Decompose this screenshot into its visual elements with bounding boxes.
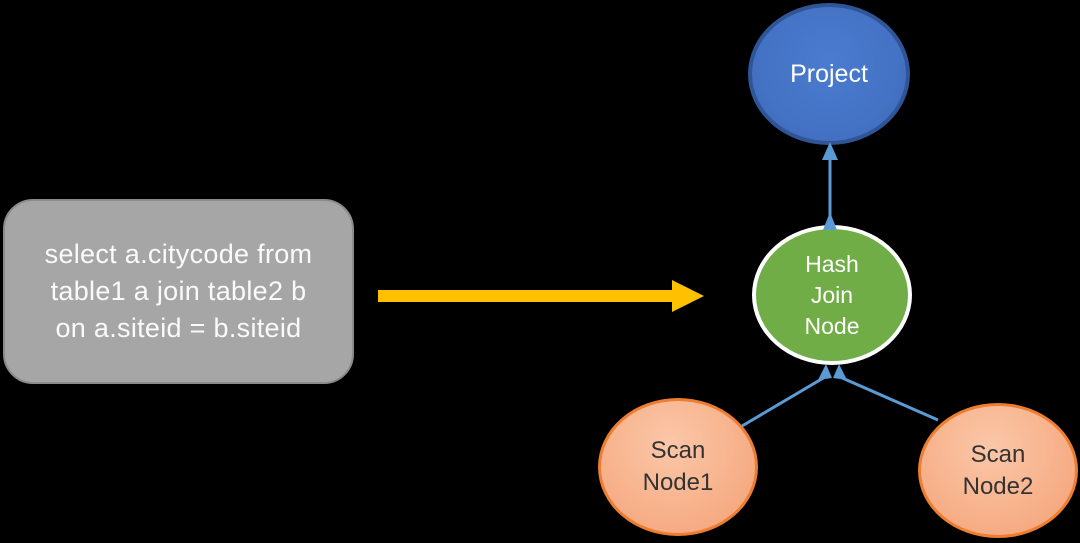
transform-arrow-icon xyxy=(378,280,704,312)
arrowhead-scan1-into-hashjoin-icon xyxy=(818,364,832,380)
node-scan1: Scan Node1 xyxy=(598,398,758,536)
node-scan2-label-line-1: Scan xyxy=(970,440,1026,468)
node-hash-join-label-line-3: Node xyxy=(804,312,860,339)
node-scan2: Scan Node2 xyxy=(918,403,1078,538)
node-project: Project xyxy=(748,3,910,145)
sql-text-line-2: table1 a join table2 b xyxy=(50,276,307,306)
node-scan1-label-line-2: Node1 xyxy=(642,469,714,496)
edge-scan2-to-hashjoin-line xyxy=(839,375,939,422)
arrowhead-scan2-into-hashjoin-icon xyxy=(833,364,847,380)
edge-scan1-to-hashjoin-line xyxy=(741,375,826,428)
node-project-label: Project xyxy=(790,59,868,88)
sql-query-box: select a.citycode from table1 a join tab… xyxy=(3,199,354,384)
sql-text-line-1: select a.citycode from xyxy=(44,239,313,269)
node-hash-join: Hash Join Node xyxy=(752,225,912,365)
node-scan2-label-line-2: Node2 xyxy=(962,472,1034,500)
sql-text-line-3: on a.siteid = b.siteid xyxy=(55,313,302,343)
node-hash-join-label-line-2: Join xyxy=(810,281,854,308)
node-scan1-label-line-1: Scan xyxy=(650,437,706,464)
node-hash-join-label-line-1: Hash xyxy=(805,250,859,277)
